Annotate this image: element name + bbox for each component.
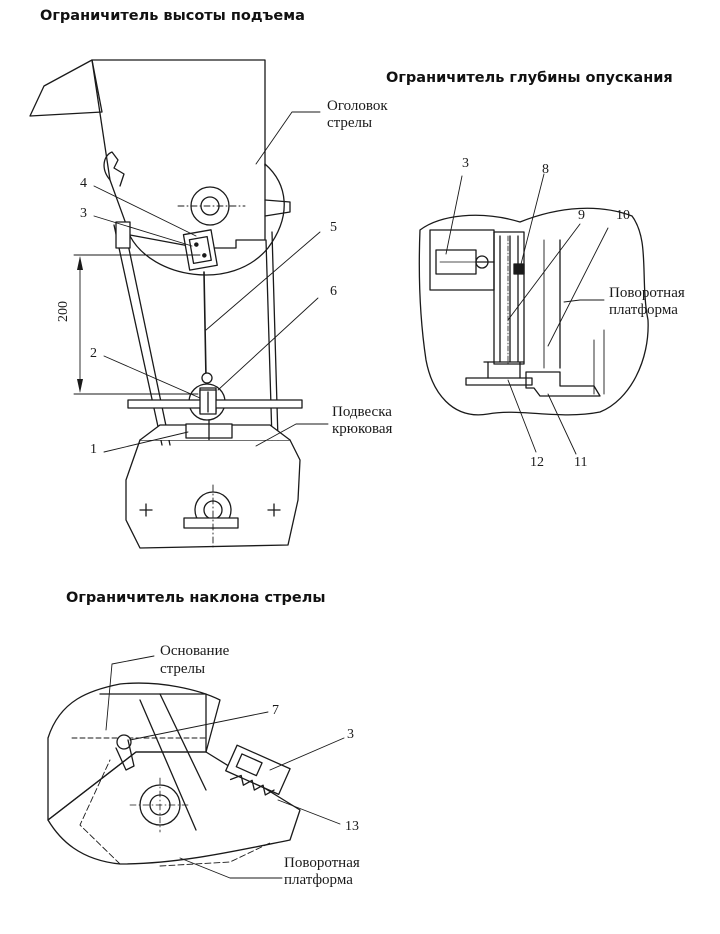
callout-hoist-6: 6	[330, 284, 337, 299]
callout-tilt-7: 7	[272, 703, 279, 718]
callout-tilt-3: 3	[347, 727, 354, 742]
dimension-200: 200	[56, 301, 71, 322]
tilt-break-outline	[48, 683, 220, 820]
depth-break-outline	[419, 208, 648, 415]
callout-depth-8: 8	[542, 162, 549, 177]
label-boom-base-line2: стрелы	[160, 661, 206, 677]
callout-depth-11: 11	[574, 455, 588, 470]
hoist-limiter-drawing	[30, 60, 328, 550]
label-platform-b-line1: Поворотная	[284, 855, 360, 871]
limit-switch	[183, 230, 217, 270]
label-boom-head-line1: Оголовок	[327, 98, 388, 114]
boom-head	[92, 60, 265, 248]
depth-switch-housing	[430, 230, 494, 290]
title-hoist-limiter: Ограничитель высоты подъема	[40, 8, 305, 24]
boom-left-chord	[104, 152, 124, 186]
callout-tilt-13: 13	[345, 819, 359, 834]
boom-top-stub	[30, 60, 102, 116]
head-sheave	[130, 164, 284, 275]
callout-hoist-2: 2	[90, 346, 97, 361]
callout-hoist-5: 5	[330, 220, 337, 235]
label-hook-line1: Подвеска	[332, 404, 392, 420]
callout-hoist-1: 1	[90, 442, 97, 457]
tilt-switch	[223, 745, 290, 800]
callout-hoist-3: 3	[80, 206, 87, 221]
depth-limiter-drawing	[419, 174, 648, 454]
title-depth-limiter: Ограничитель глубины опускания	[386, 70, 673, 86]
label-platform-a-line1: Поворотная	[609, 285, 685, 301]
title-tilt-limiter: Ограничитель наклона стрелы	[66, 590, 326, 606]
label-platform-a-line2: платформа	[609, 302, 678, 318]
limiter-rope	[204, 272, 206, 378]
callout-hoist-4: 4	[80, 176, 87, 191]
tilt-platform	[48, 752, 300, 864]
tilt-limiter-drawing	[48, 656, 344, 878]
label-boom-base-line1: Основание	[160, 643, 230, 659]
head-lug	[265, 200, 290, 216]
hook-block	[126, 440, 300, 548]
depth-bottom-plate	[466, 378, 532, 385]
label-boom-head-line2: стрелы	[327, 115, 373, 131]
label-platform-b-line2: платформа	[284, 872, 353, 888]
callout-depth-9: 9	[578, 208, 585, 223]
callout-depth-12: 12	[530, 455, 544, 470]
depth-column	[494, 232, 524, 364]
boom-base	[100, 694, 206, 752]
label-hook-line2: крюковая	[332, 421, 393, 437]
callout-depth-10: 10	[616, 208, 630, 223]
callout-depth-3: 3	[462, 156, 469, 171]
